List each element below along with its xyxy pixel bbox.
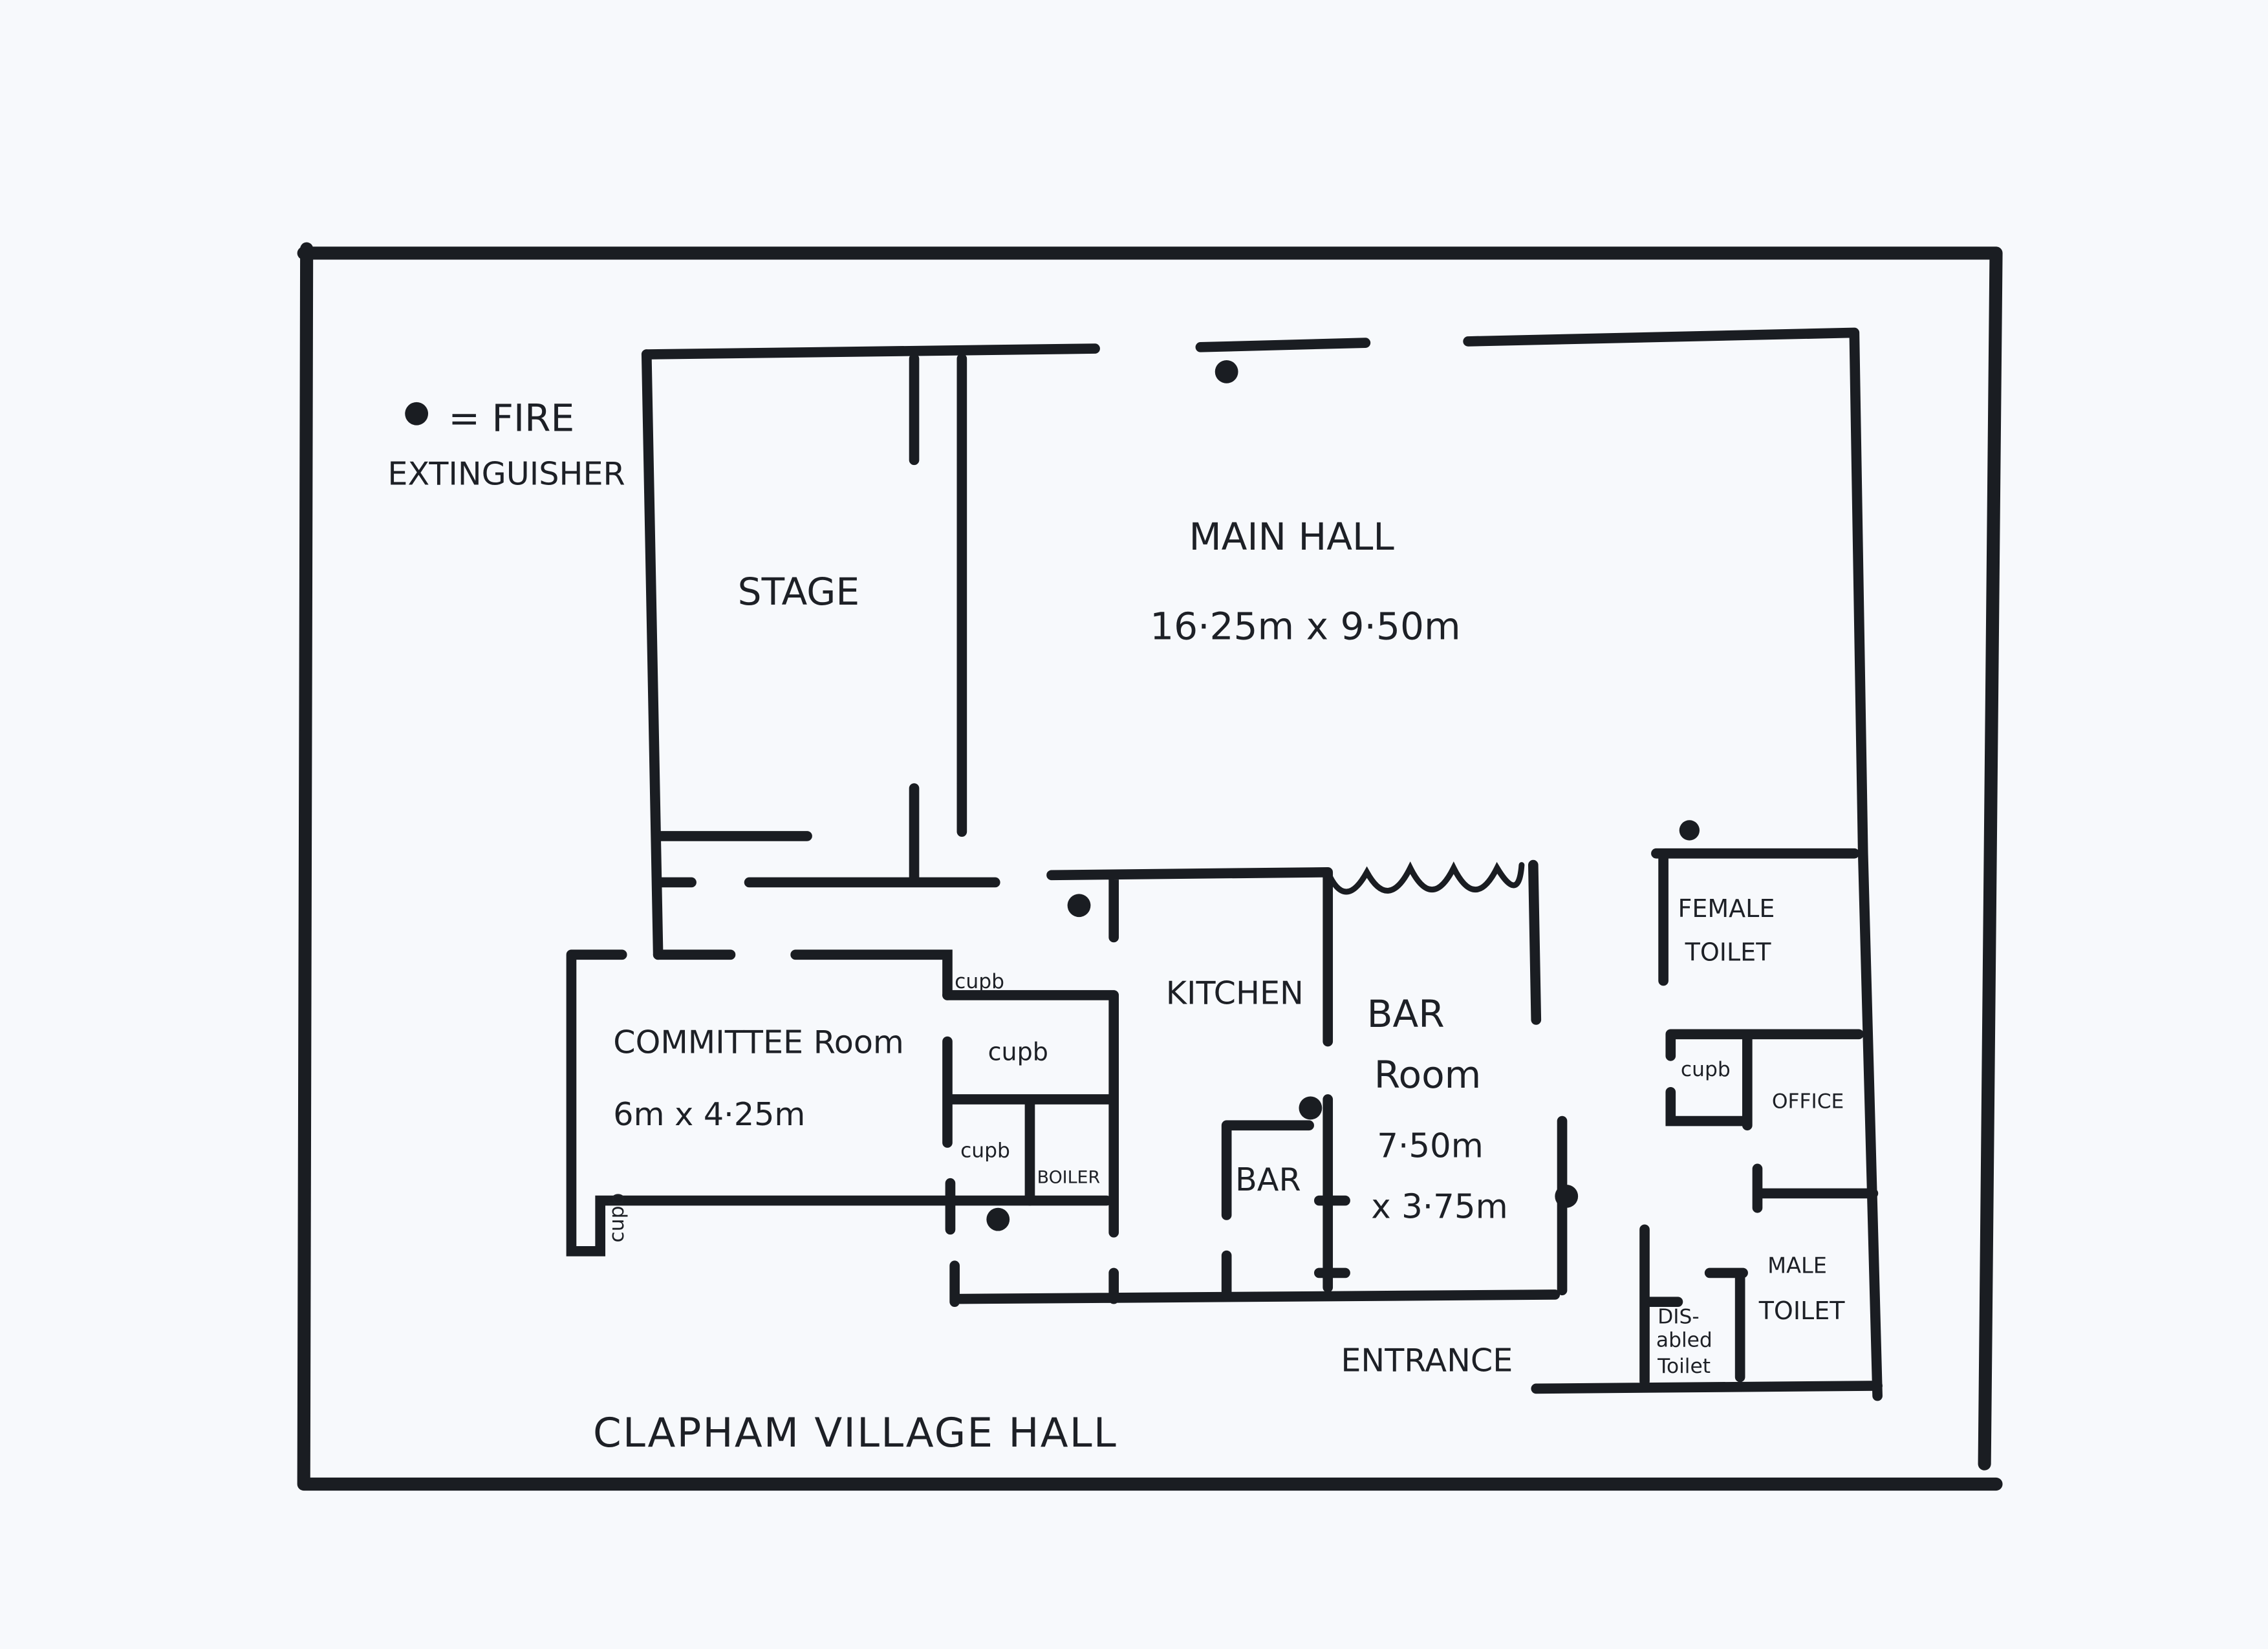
legend-text-1: = FIRE [448, 396, 574, 440]
disabled-toilet-label-2: abled [1656, 1328, 1712, 1352]
bar-room-label-2: Room [1374, 1053, 1482, 1097]
cupboard-label: cupb [1681, 1058, 1731, 1081]
disabled-toilet-label-3: Toilet [1657, 1355, 1711, 1378]
female-toilet-label-1: FEMALE [1678, 894, 1775, 923]
main-hall-label: MAIN HALL [1189, 515, 1394, 559]
kitchen-label: KITCHEN [1166, 974, 1304, 1011]
cupboard-label: cupb [955, 970, 1004, 993]
bar-room-size-2: x 3·75m [1371, 1187, 1507, 1226]
fire-extinguisher-legend-icon [405, 402, 429, 426]
cupboard-label: cupb [988, 1038, 1048, 1066]
entrance-label: ENTRANCE [1341, 1342, 1513, 1379]
fire-extinguisher-icon [1299, 1096, 1323, 1120]
male-toilet-label-2: TOILET [1758, 1297, 1846, 1325]
outer-border [297, 242, 2003, 1491]
fire-extinguisher-icon [986, 1207, 1010, 1231]
legend-text-2: EXTINGUISHER [387, 455, 625, 492]
main-hall-size: 16·25m x 9·50m [1150, 605, 1461, 649]
committee-room-size: 6m x 4·25m [613, 1095, 805, 1133]
office-label: OFFICE [1772, 1090, 1844, 1113]
fire-extinguisher-icon [1215, 360, 1238, 383]
plan-title: CLAPHAM VILLAGE HALL [593, 1409, 1118, 1456]
female-toilet-label-2: TOILET [1685, 938, 1772, 966]
bar-room-label-1: BAR [1367, 992, 1445, 1036]
cupboard-label: cupb [605, 1193, 629, 1243]
walls [566, 327, 1883, 1401]
committee-room-label: COMMITTEE Room [613, 1023, 904, 1061]
bar-room-size-1: 7·50m [1377, 1126, 1484, 1165]
boiler-label: BOILER [1037, 1168, 1101, 1188]
disabled-toilet-label-1: DIS- [1658, 1306, 1699, 1329]
bar-label: BAR [1235, 1161, 1301, 1198]
fire-extinguisher-icon [1555, 1184, 1579, 1208]
fire-extinguishers [405, 360, 1700, 1231]
cupboard-label: cupb [960, 1139, 1010, 1162]
stage-label: STAGE [738, 570, 859, 614]
male-toilet-label-1: MALE [1767, 1253, 1827, 1278]
fire-extinguisher-icon [1679, 820, 1700, 841]
fire-extinguisher-icon [1067, 894, 1091, 918]
